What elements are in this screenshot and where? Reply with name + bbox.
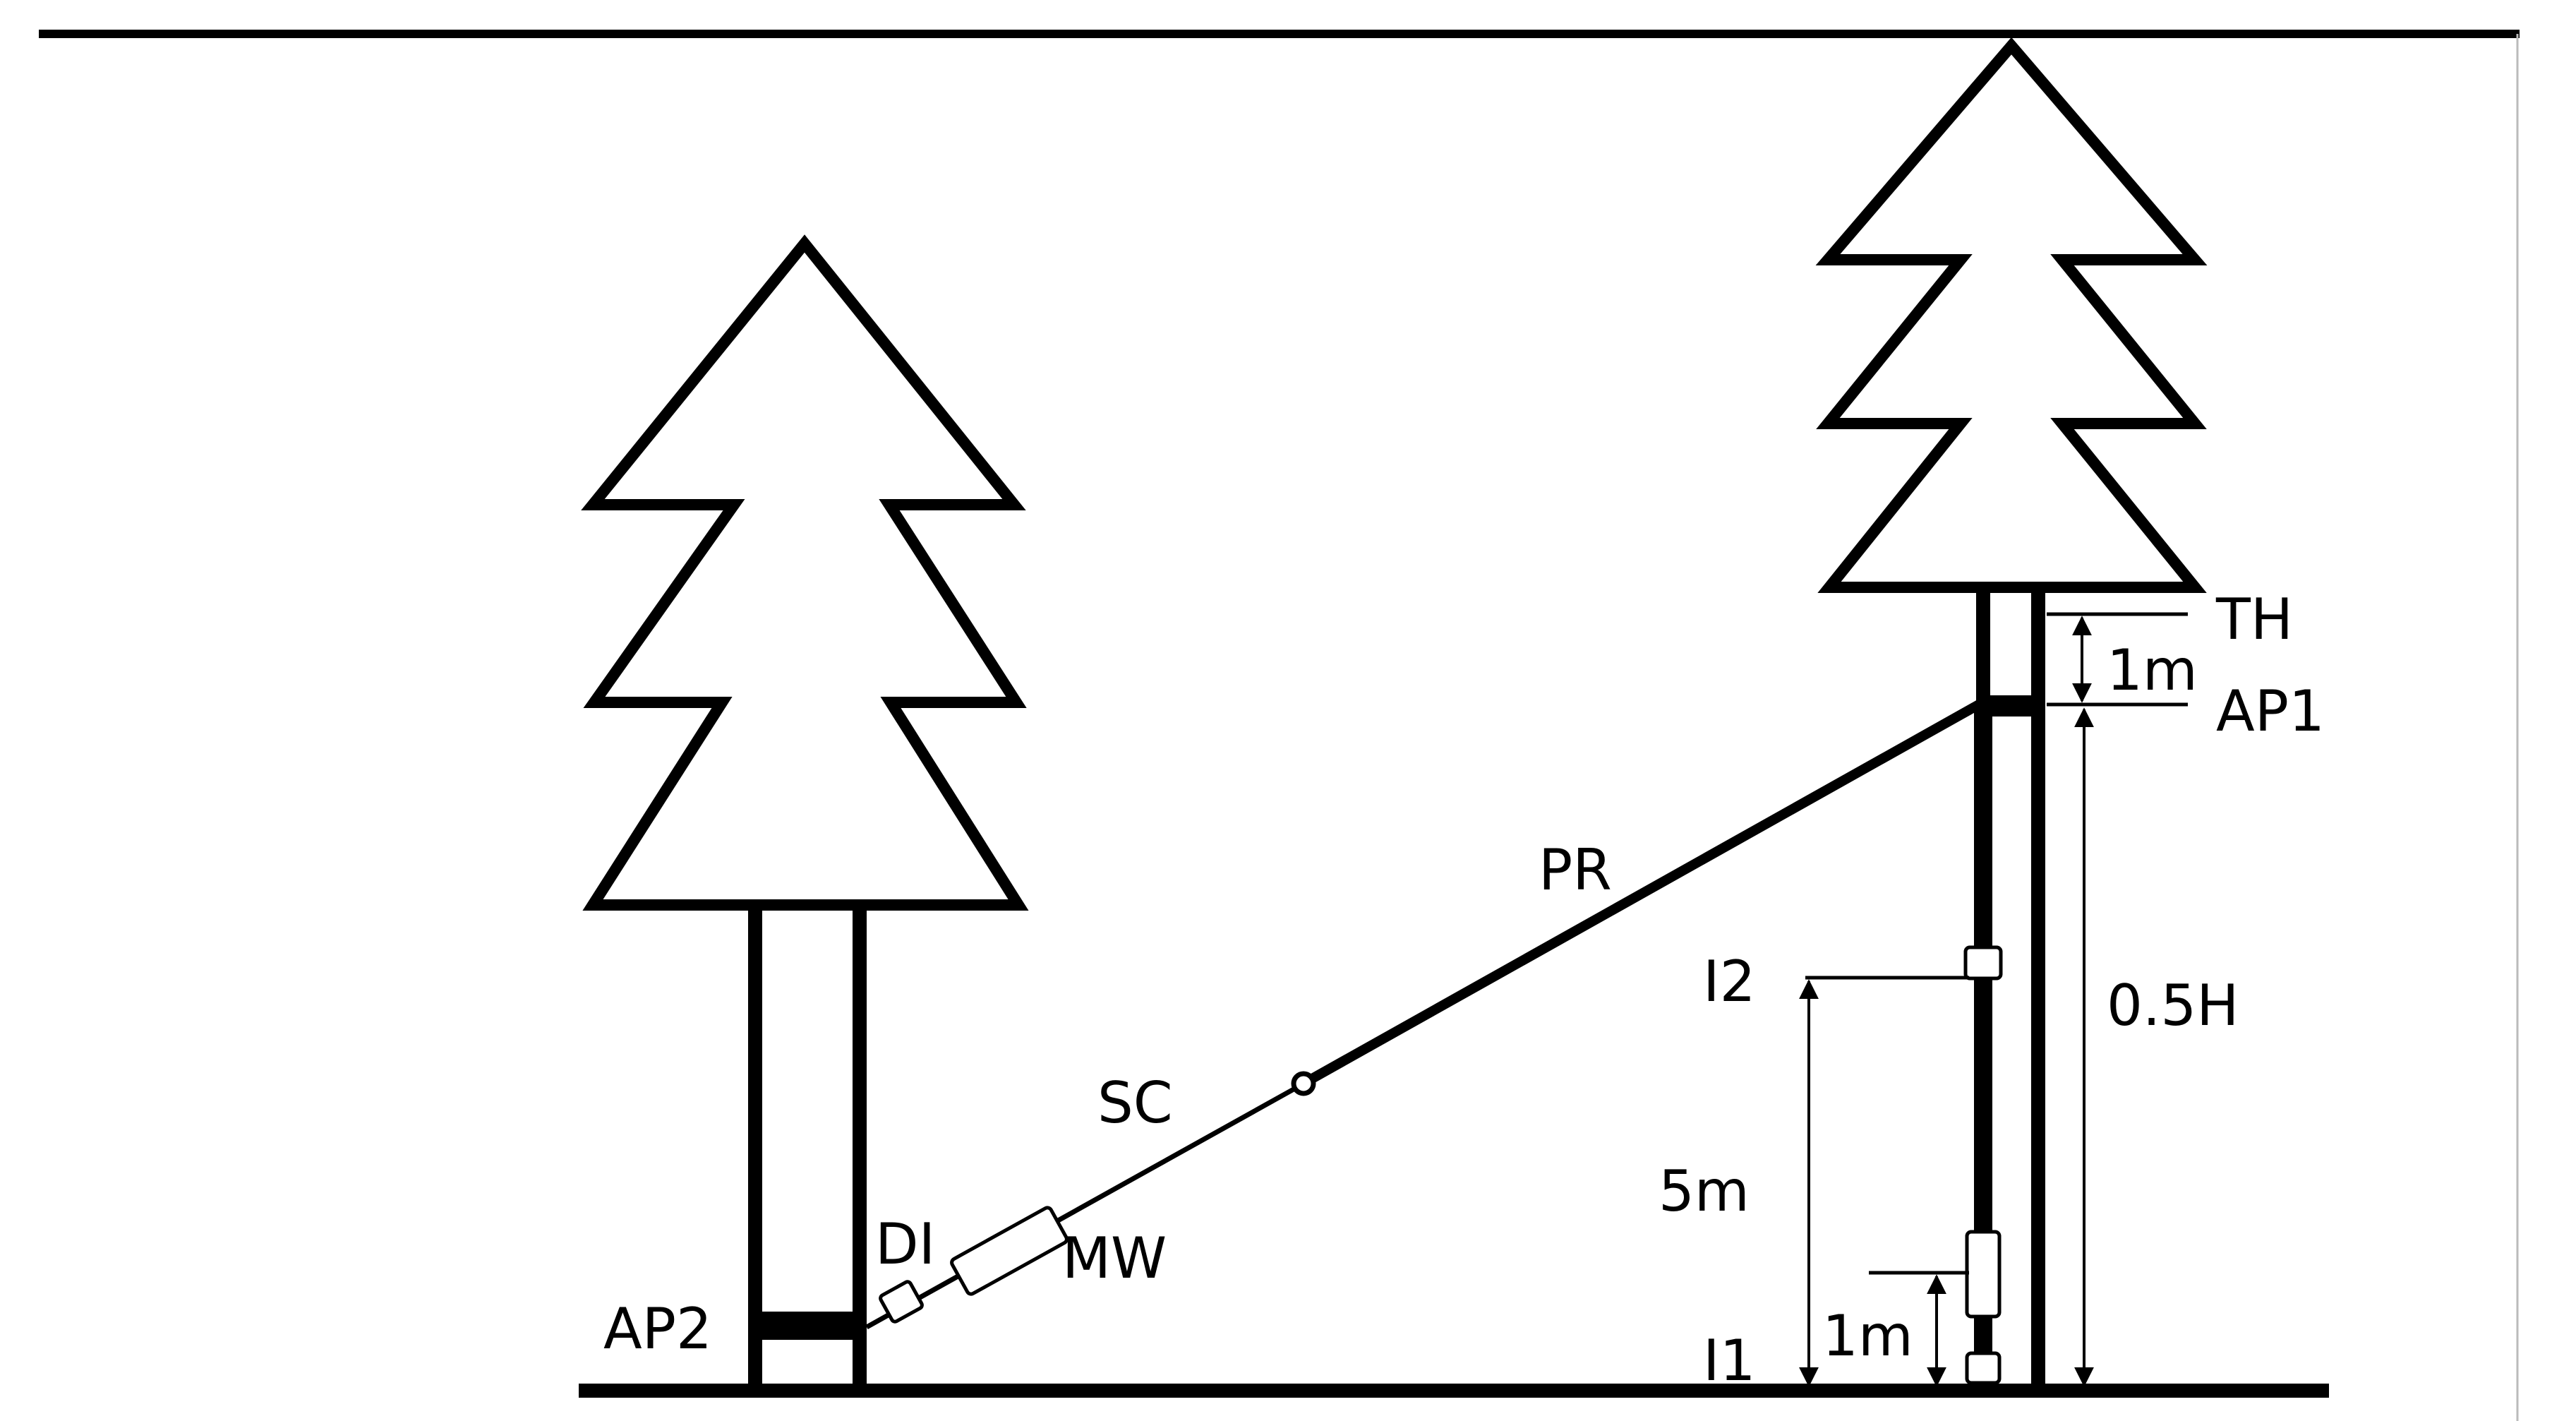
label-ap1: AP1 xyxy=(2216,678,2325,744)
i2-sensor xyxy=(1963,945,2003,981)
left-tree-crown xyxy=(581,234,1029,911)
label-mw: MW xyxy=(1062,1225,1167,1291)
label-half-h: 0.5H xyxy=(2107,973,2239,1038)
label-th: TH xyxy=(2215,587,2293,652)
label-sc: SC xyxy=(1097,1070,1173,1136)
mw-device xyxy=(950,1206,1069,1296)
label-ap2: AP2 xyxy=(603,1296,712,1362)
label-i1: I1 xyxy=(1703,1328,1756,1393)
label-1m-bottom: 1m xyxy=(1822,1303,1913,1369)
label-pr: PR xyxy=(1539,837,1612,903)
right-tree xyxy=(1815,37,2208,1385)
label-1m-top: 1m xyxy=(2107,637,2198,703)
right-tree-anchor-band xyxy=(1983,695,2038,717)
right-tree-crown xyxy=(1815,37,2208,593)
left-tree-anchor-band xyxy=(755,1312,860,1340)
i1-sensor xyxy=(1965,1351,2002,1385)
label-di: DI xyxy=(875,1211,935,1277)
mid-sensor xyxy=(1965,1230,2002,1319)
label-i2: I2 xyxy=(1703,949,1756,1014)
rope-sc xyxy=(865,1083,1301,1330)
di-device xyxy=(879,1280,924,1324)
left-tree xyxy=(581,234,1029,1385)
rope-connector xyxy=(1291,1071,1316,1096)
label-5m: 5m xyxy=(1659,1158,1750,1224)
rope-pr xyxy=(1304,700,1982,1086)
